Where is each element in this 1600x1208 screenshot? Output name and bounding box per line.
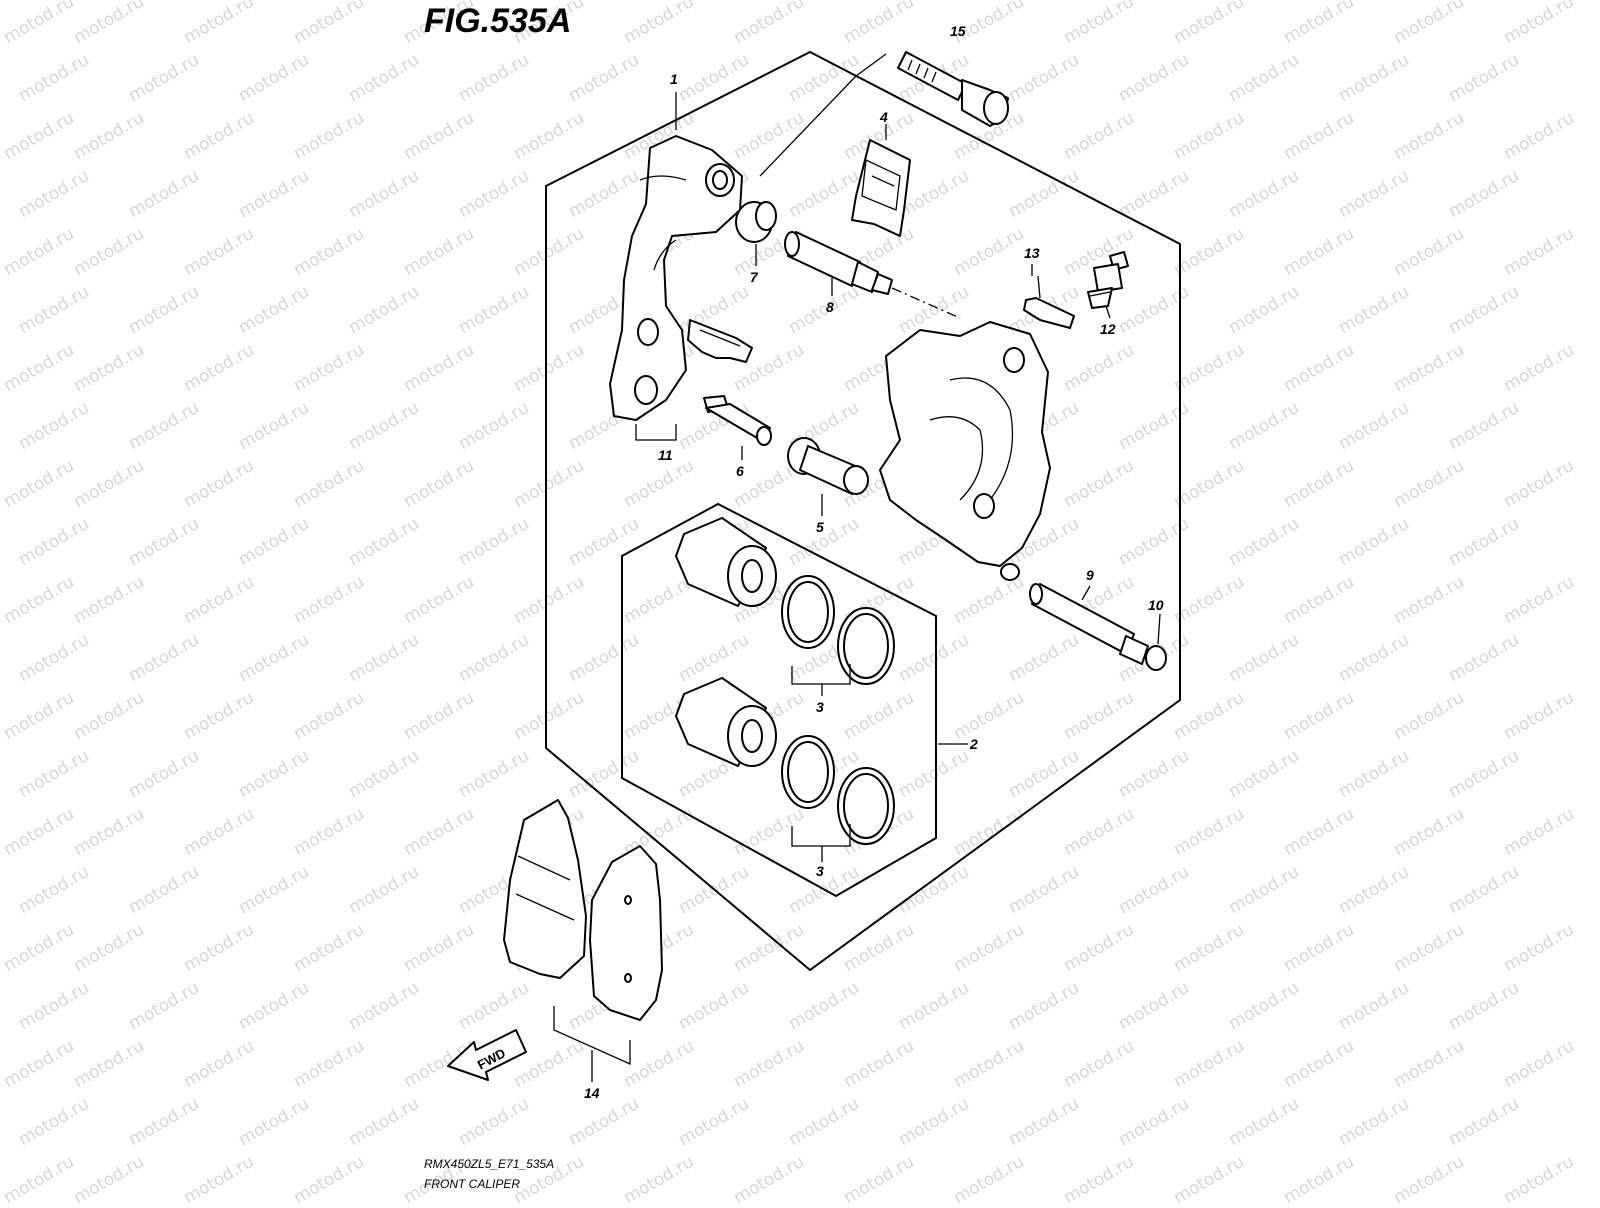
fwd-arrow: FWD	[447, 1029, 527, 1081]
callout-14: 14	[584, 1085, 600, 1101]
callout-12: 12	[1100, 321, 1116, 337]
callout-5: 5	[816, 519, 824, 535]
callout-3-lower: 3	[816, 863, 824, 879]
pin-bolt-5[interactable]	[787, 437, 869, 495]
boot-7[interactable]	[735, 201, 777, 243]
bracket-3-lower	[791, 824, 851, 847]
leader-15b	[759, 75, 857, 177]
pad-spring-4[interactable]	[851, 139, 911, 237]
pad-support-11[interactable]	[687, 319, 753, 363]
cap-10[interactable]	[1145, 645, 1167, 671]
callout-7: 7	[750, 269, 759, 285]
slide-pin-8[interactable]	[784, 231, 893, 295]
brake-pad-a[interactable]	[503, 799, 587, 979]
callout-numbers: 1 2 3 3 4 5 6 7 8 9 10 11 12 13 14 15	[584, 23, 1164, 1101]
callout-3-upper: 3	[816, 699, 824, 715]
callout-1: 1	[670, 71, 678, 87]
callout-9: 9	[1086, 567, 1094, 583]
piston-seal-lower-a[interactable]	[781, 735, 835, 809]
callout-2: 2	[969, 736, 978, 752]
leader-15	[855, 53, 887, 77]
bracket-14	[553, 1006, 631, 1066]
pin-bolt-9[interactable]	[1029, 583, 1149, 665]
bracket-3-upper	[791, 664, 851, 685]
piston-upper[interactable]	[675, 517, 777, 607]
figure-title: FIG.535A	[424, 2, 572, 40]
piston-lower[interactable]	[675, 677, 777, 767]
piston-seal-lower-b[interactable]	[837, 767, 895, 845]
bolt-15[interactable]	[897, 51, 1009, 127]
clip-13[interactable]	[1023, 275, 1075, 329]
caliper-assembly-outline	[545, 50, 1181, 972]
callout-8: 8	[826, 299, 834, 315]
slide-pin-6[interactable]	[703, 395, 772, 446]
caliper-body[interactable]	[879, 321, 1051, 581]
callout-leaders	[591, 92, 1161, 1082]
callout-10: 10	[1148, 597, 1164, 613]
brake-pad-b[interactable]	[589, 845, 663, 1021]
diagram-code: RMX450ZL5_E71_535A	[424, 1157, 555, 1171]
callout-13: 13	[1024, 245, 1040, 261]
callout-4: 4	[879, 109, 888, 125]
callout-11: 11	[658, 447, 673, 463]
caliper-bracket-1[interactable]	[609, 135, 743, 421]
bleeder-valve-12[interactable]	[1087, 251, 1129, 309]
callout-15: 15	[950, 23, 966, 39]
piston-seal-upper-a[interactable]	[781, 575, 835, 649]
leader-8	[891, 287, 961, 319]
callout-6: 6	[736, 463, 744, 479]
diagram-caption: FRONT CALIPER	[424, 1177, 521, 1191]
piston-seal-upper-b[interactable]	[837, 607, 895, 685]
piston-set-outline	[621, 502, 937, 898]
bracket-11	[635, 424, 677, 441]
